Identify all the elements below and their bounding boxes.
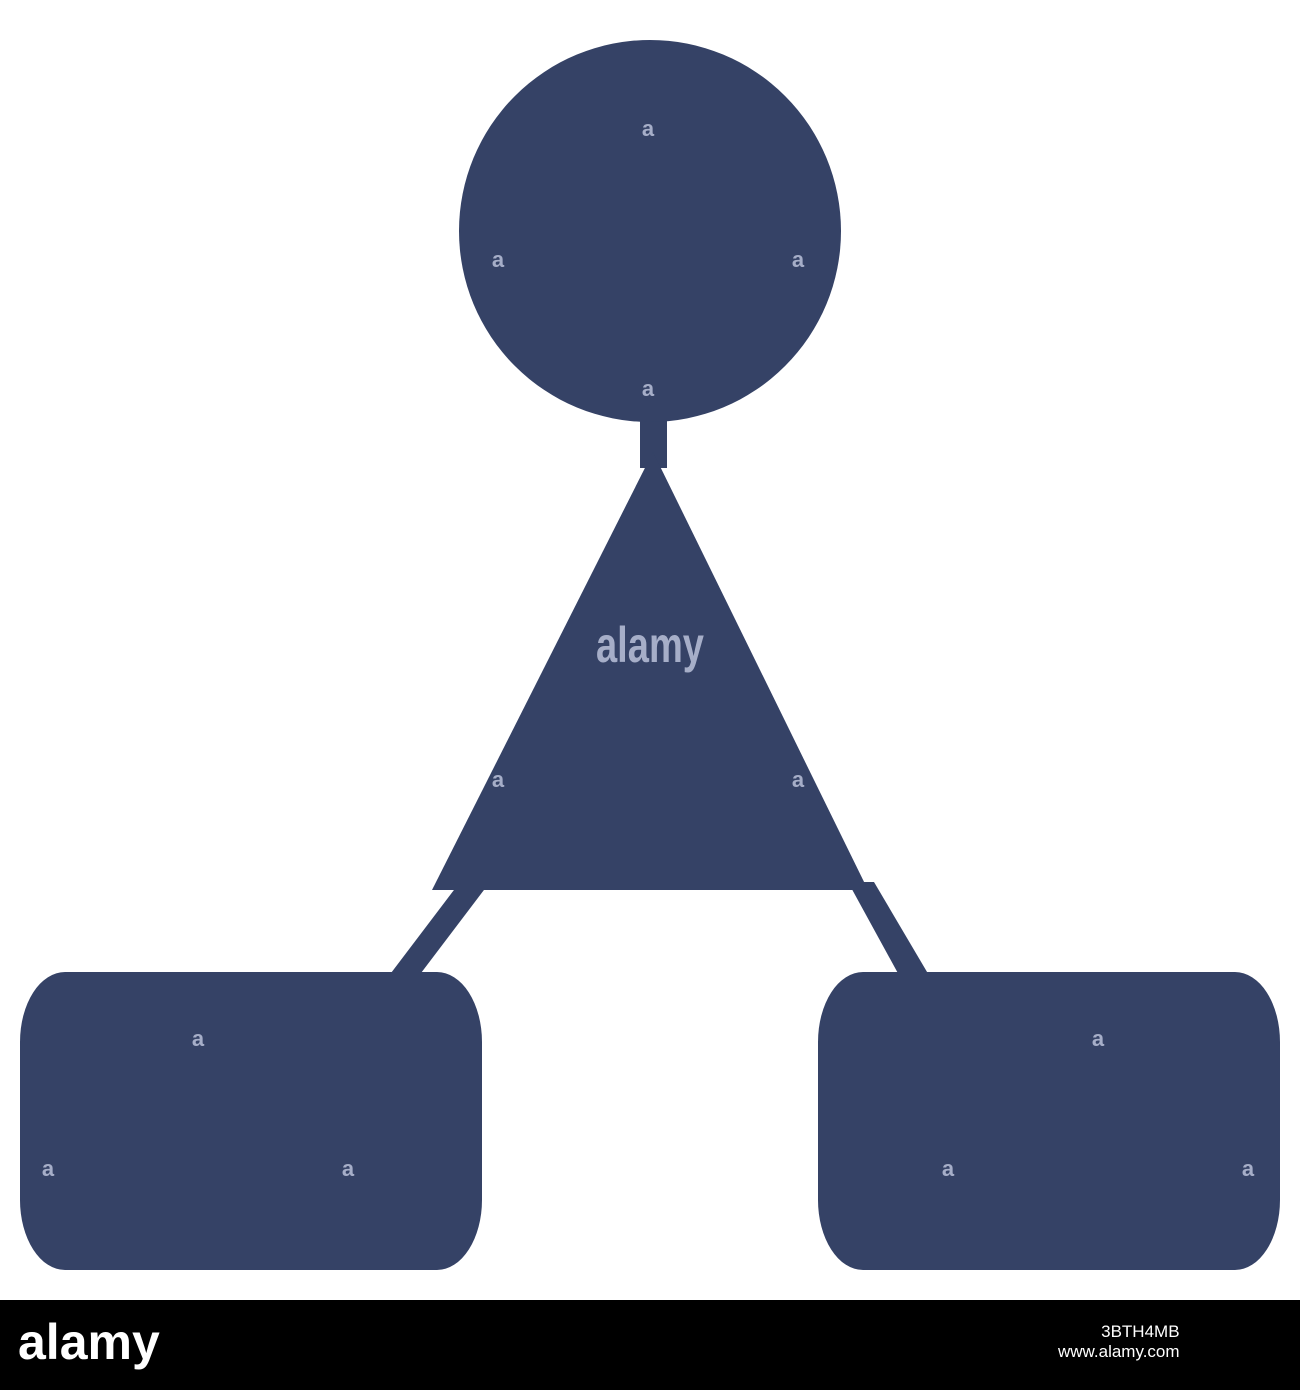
watermark-mark: a xyxy=(42,1156,55,1181)
watermark-mark: a xyxy=(492,767,505,792)
watermark-center-text: alamy xyxy=(596,617,704,673)
top-circle-node xyxy=(459,40,841,422)
watermark-mark: a xyxy=(1242,1156,1255,1181)
watermark-mark: a xyxy=(492,247,505,272)
bottom-left-box-node xyxy=(20,972,482,1270)
stock-footer-bar: alamy 3BTH4MB www.alamy.com xyxy=(0,1300,1300,1390)
image-id-label: 3BTH4MB xyxy=(1101,1322,1180,1341)
watermark-mark: a xyxy=(1092,1026,1105,1051)
alamy-logo: alamy xyxy=(18,1314,160,1370)
watermark-mark: a xyxy=(642,376,655,401)
middle-triangle-node xyxy=(432,452,868,890)
connector-triangle-to-right-box xyxy=(848,882,930,977)
watermark-mark: a xyxy=(792,767,805,792)
watermark-mark: a xyxy=(342,1156,355,1181)
watermark-mark: a xyxy=(792,247,805,272)
bottom-right-box-node xyxy=(818,972,1280,1270)
watermark-mark: a xyxy=(942,1156,955,1181)
watermark-mark: a xyxy=(192,1026,205,1051)
connector-triangle-to-left-box xyxy=(388,882,490,977)
watermark-mark: a xyxy=(642,116,655,141)
image-info: 3BTH4MB www.alamy.com xyxy=(1058,1322,1180,1362)
watermark-overlay: a a a a alamy a a a a a a a a xyxy=(42,116,1255,1181)
site-url-label: www.alamy.com xyxy=(1058,1342,1180,1361)
org-chart-diagram: a a a a alamy a a a a a a a a xyxy=(20,40,1280,1270)
